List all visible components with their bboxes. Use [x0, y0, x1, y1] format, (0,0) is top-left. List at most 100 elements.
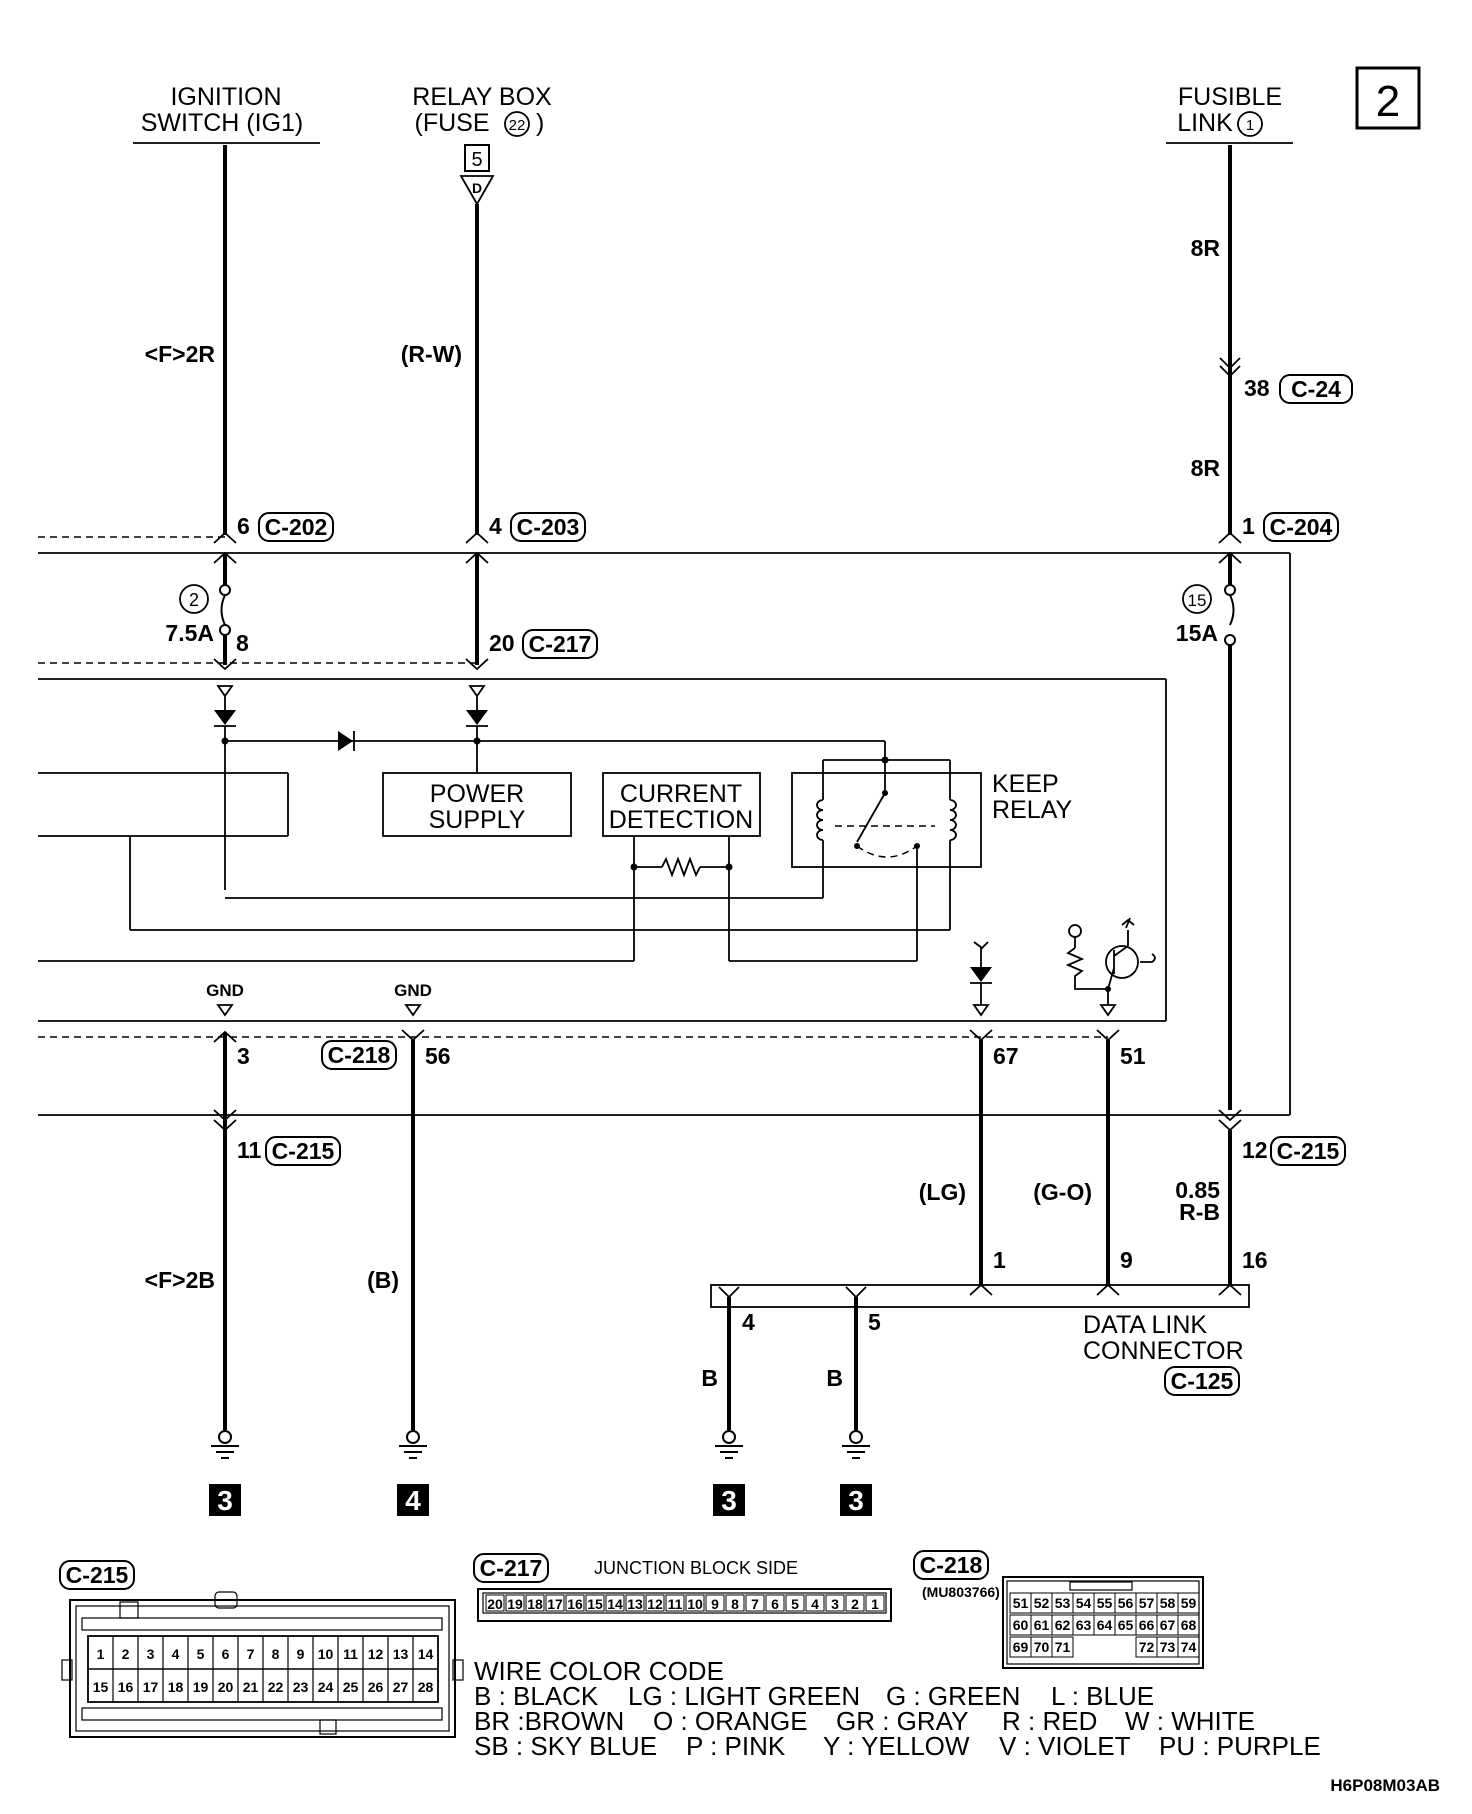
c217-box	[522, 629, 598, 659]
color-code-v: V : VIOLET	[999, 1731, 1131, 1761]
c215-pin-11: 11	[343, 1646, 358, 1662]
c218-pin-52: 52	[1034, 1595, 1050, 1611]
c215-pin-23: 23	[293, 1679, 309, 1695]
ground-symbol-3	[715, 1430, 743, 1459]
c215-pin-16: 16	[118, 1679, 134, 1695]
fuse-15-circle	[1182, 584, 1212, 614]
c218-pin-56: 56	[1118, 1595, 1134, 1611]
figure-code: H6P08M03AB	[1330, 1776, 1440, 1795]
c217-pin-16: 16	[567, 1596, 583, 1612]
c218-pin-51: 51	[1013, 1595, 1029, 1611]
c215-pin-20: 20	[218, 1679, 234, 1695]
c215-connector-face	[61, 1591, 464, 1738]
c24-pin: 38	[1244, 375, 1270, 401]
c217-cavity	[565, 1594, 585, 1612]
c204-name: C-204	[1270, 514, 1333, 540]
ground-ref-1: 3	[217, 1485, 233, 1516]
c218-cavity	[1177, 1614, 1200, 1636]
c215-left-box	[265, 1136, 341, 1166]
ground-symbol-2	[399, 1430, 427, 1459]
wire-gnd-b: (B)	[367, 1267, 399, 1293]
c215-pin-17: 17	[143, 1679, 159, 1695]
fusible-link-1-number: 1	[1246, 117, 1254, 134]
relay-box-title-1: RELAY BOX	[412, 83, 552, 111]
c218-pin-66: 66	[1139, 1617, 1155, 1633]
c217-cavity	[725, 1594, 745, 1612]
wire-lg: (LG)	[919, 1179, 966, 1205]
dlc-pin-9: 9	[1120, 1247, 1133, 1273]
c217-cavity	[585, 1594, 605, 1612]
c218-part-number: (MU803766)	[922, 1584, 1000, 1600]
c215-legend-box	[59, 1560, 135, 1590]
wire-go: (G-O)	[1033, 1179, 1092, 1205]
c218-pin-53: 53	[1055, 1595, 1071, 1611]
c218-cavity	[1177, 1592, 1200, 1614]
c217-pin-6: 6	[771, 1596, 779, 1612]
c217-connector-face	[477, 1588, 892, 1622]
color-code-lg: LG : LIGHT GREEN	[628, 1681, 860, 1711]
c215-pin-2: 2	[122, 1646, 130, 1662]
c217-cavity	[525, 1594, 545, 1612]
c215-legend-name: C-215	[66, 1562, 129, 1588]
c215-pin-13: 13	[393, 1646, 409, 1662]
pin-3: 3	[237, 1043, 250, 1069]
c218-pin-59: 59	[1181, 1595, 1197, 1611]
color-code-pu: PU : PURPLE	[1159, 1731, 1321, 1761]
c217-legend-name: C-217	[480, 1555, 543, 1581]
c215-pin-22: 22	[268, 1679, 284, 1695]
c215-pin-9: 9	[297, 1646, 305, 1662]
wire-rb-color: R-B	[1179, 1199, 1220, 1225]
fusible-link-title-1: FUSIBLE	[1178, 83, 1282, 111]
c218-cavity	[1051, 1636, 1074, 1658]
c217-cavity	[745, 1594, 765, 1612]
ground-symbol-4	[842, 1430, 870, 1459]
relay-box-title-close: )	[536, 109, 544, 137]
c202-box	[258, 512, 334, 542]
c215-pin-6: 6	[222, 1646, 230, 1662]
c217-pin-4: 4	[811, 1596, 819, 1612]
c217-cavity	[625, 1594, 645, 1612]
c215-pin-8: 8	[272, 1646, 280, 1662]
c215-pin-15: 15	[93, 1679, 109, 1695]
wire-dlc-b1: B	[701, 1365, 718, 1391]
c218-pin-69: 69	[1013, 1639, 1029, 1655]
color-code-l: L : BLUE	[1051, 1681, 1154, 1711]
fuse-2-rating: 7.5A	[165, 620, 214, 646]
c218-legend-box	[913, 1550, 989, 1580]
relay-box-terminal: D	[472, 180, 482, 196]
pin-67: 67	[993, 1043, 1019, 1069]
ground-symbol-1	[211, 1430, 239, 1459]
c24-box	[1279, 374, 1353, 404]
c218-pin-73: 73	[1160, 1639, 1176, 1655]
color-code-p: P : PINK	[686, 1731, 786, 1761]
c217-cavity	[545, 1594, 565, 1612]
c215-pin-18: 18	[168, 1679, 184, 1695]
c217-pin-20: 20	[487, 1596, 503, 1612]
fuse-22-number: 22	[509, 117, 526, 134]
c218-pin-61: 61	[1034, 1617, 1050, 1633]
c215-pin-19: 19	[193, 1679, 209, 1695]
wire-ig-top: <F>2R	[145, 341, 216, 367]
c217-cavity	[705, 1594, 725, 1612]
c217-cavity	[505, 1594, 525, 1612]
c215-pin-4: 4	[172, 1646, 180, 1662]
dlc-pin-4: 4	[742, 1309, 755, 1335]
dlc-pin-1: 1	[993, 1247, 1006, 1273]
c217-cavity	[665, 1594, 685, 1612]
power-supply-line-1: POWER	[430, 780, 524, 808]
color-code-b: B : BLACK	[474, 1681, 599, 1711]
c215-pin-5: 5	[197, 1646, 205, 1662]
c217-pin-3: 3	[831, 1596, 839, 1612]
c217-pin-12: 12	[647, 1596, 663, 1612]
wire-fl-lower: 8R	[1191, 455, 1221, 481]
c217-pin-11: 11	[668, 1596, 683, 1612]
keep-relay-block	[791, 772, 982, 868]
c203-pin: 4	[489, 513, 502, 539]
c217-pin-9: 9	[711, 1596, 719, 1612]
c217-pin-7: 7	[751, 1596, 759, 1612]
keep-relay-line-1: KEEP	[992, 770, 1059, 798]
c217-cavity	[605, 1594, 625, 1612]
c215-pin-1: 1	[97, 1646, 105, 1662]
c218-legend-name: C-218	[920, 1552, 983, 1578]
